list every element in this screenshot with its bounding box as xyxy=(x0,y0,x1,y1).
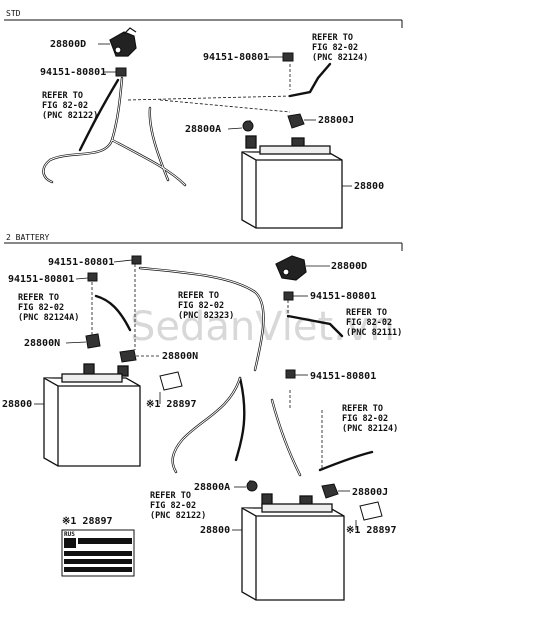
terminal-28800N-icon xyxy=(119,349,137,363)
nut-icon xyxy=(87,272,98,282)
terminal-clamp-28800D-icon xyxy=(109,27,137,57)
std-part-28800A: 28800A xyxy=(185,124,221,135)
b2-part-28800N-b: 28800N xyxy=(162,351,198,362)
terminal-28800N-icon xyxy=(85,333,101,349)
b2-right-battery xyxy=(241,493,345,601)
terminal-28800A-icon xyxy=(246,480,258,492)
terminal-28800J-icon xyxy=(321,483,339,499)
warning-label-sticker xyxy=(61,529,135,577)
b2-part-94151-top: 94151-80801 xyxy=(48,257,114,268)
terminal-28800A-icon xyxy=(242,120,254,132)
std-part-94151-a: 94151-80801 xyxy=(40,67,106,78)
std-part-28800D: 28800D xyxy=(50,39,86,50)
b2-part-28800D: 28800D xyxy=(331,261,367,272)
terminal-28800J-icon xyxy=(287,113,305,129)
b2-refer-82124A: REFER TO FIG 82-02 (PNC 82124A) xyxy=(18,293,79,323)
b2-label-code: RUS xyxy=(64,531,75,538)
nut-icon xyxy=(282,52,294,62)
b2-part-94151-left: 94151-80801 xyxy=(8,274,74,285)
b2-part-28897-left: ※1 28897 xyxy=(146,399,197,410)
b2-cable-inner xyxy=(139,267,301,476)
nut-icon xyxy=(115,67,127,77)
label-sticker-icon xyxy=(359,501,383,521)
nut-icon xyxy=(131,255,142,265)
section-2battery-frame xyxy=(4,242,403,251)
b2-part-94151-mid: 94151-80801 xyxy=(310,371,376,382)
b2-left-battery xyxy=(43,363,141,467)
std-part-94151-b: 94151-80801 xyxy=(203,52,269,63)
nut-icon xyxy=(285,369,296,379)
b2-part-28800A: 28800A xyxy=(194,482,230,493)
b2-part-28800-right: 28800 xyxy=(200,525,230,536)
label-sticker-icon xyxy=(159,371,183,391)
section-std-frame xyxy=(4,19,403,28)
std-leader-lines xyxy=(127,64,291,130)
b2-refer-82122: REFER TO FIG 82-02 (PNC 82122) xyxy=(150,491,206,521)
std-part-28800J: 28800J xyxy=(318,115,354,126)
b2-part-94151-right: 94151-80801 xyxy=(310,291,376,302)
b2-label-part: ※1 28897 xyxy=(62,516,113,527)
std-cable-inner xyxy=(43,77,186,186)
nut-icon xyxy=(283,291,294,301)
section-2battery-label: 2 BATTERY xyxy=(6,233,50,242)
b2-part-28800N-a: 28800N xyxy=(24,338,60,349)
std-refer-82122: REFER TO FIG 82-02 (PNC 82122) xyxy=(42,91,98,121)
b2-part-28897-right: ※1 28897 xyxy=(346,525,397,536)
b2-refer-82111: REFER TO FIG 82-02 (PNC 82111) xyxy=(346,308,402,338)
b2-part-28800-left: 28800 xyxy=(2,399,32,410)
b2-refer-82323: REFER TO FIG 82-02 (PNC 82323) xyxy=(178,291,234,321)
std-part-28800: 28800 xyxy=(354,181,384,192)
b2-part-28800J: 28800J xyxy=(352,487,388,498)
terminal-clamp-28800D-icon xyxy=(275,255,307,281)
std-battery xyxy=(241,135,343,229)
std-refer-82124: REFER TO FIG 82-02 (PNC 82124) xyxy=(312,33,368,63)
section-std-label: STD xyxy=(6,9,21,18)
b2-refer-82124: REFER TO FIG 82-02 (PNC 82124) xyxy=(342,404,398,434)
